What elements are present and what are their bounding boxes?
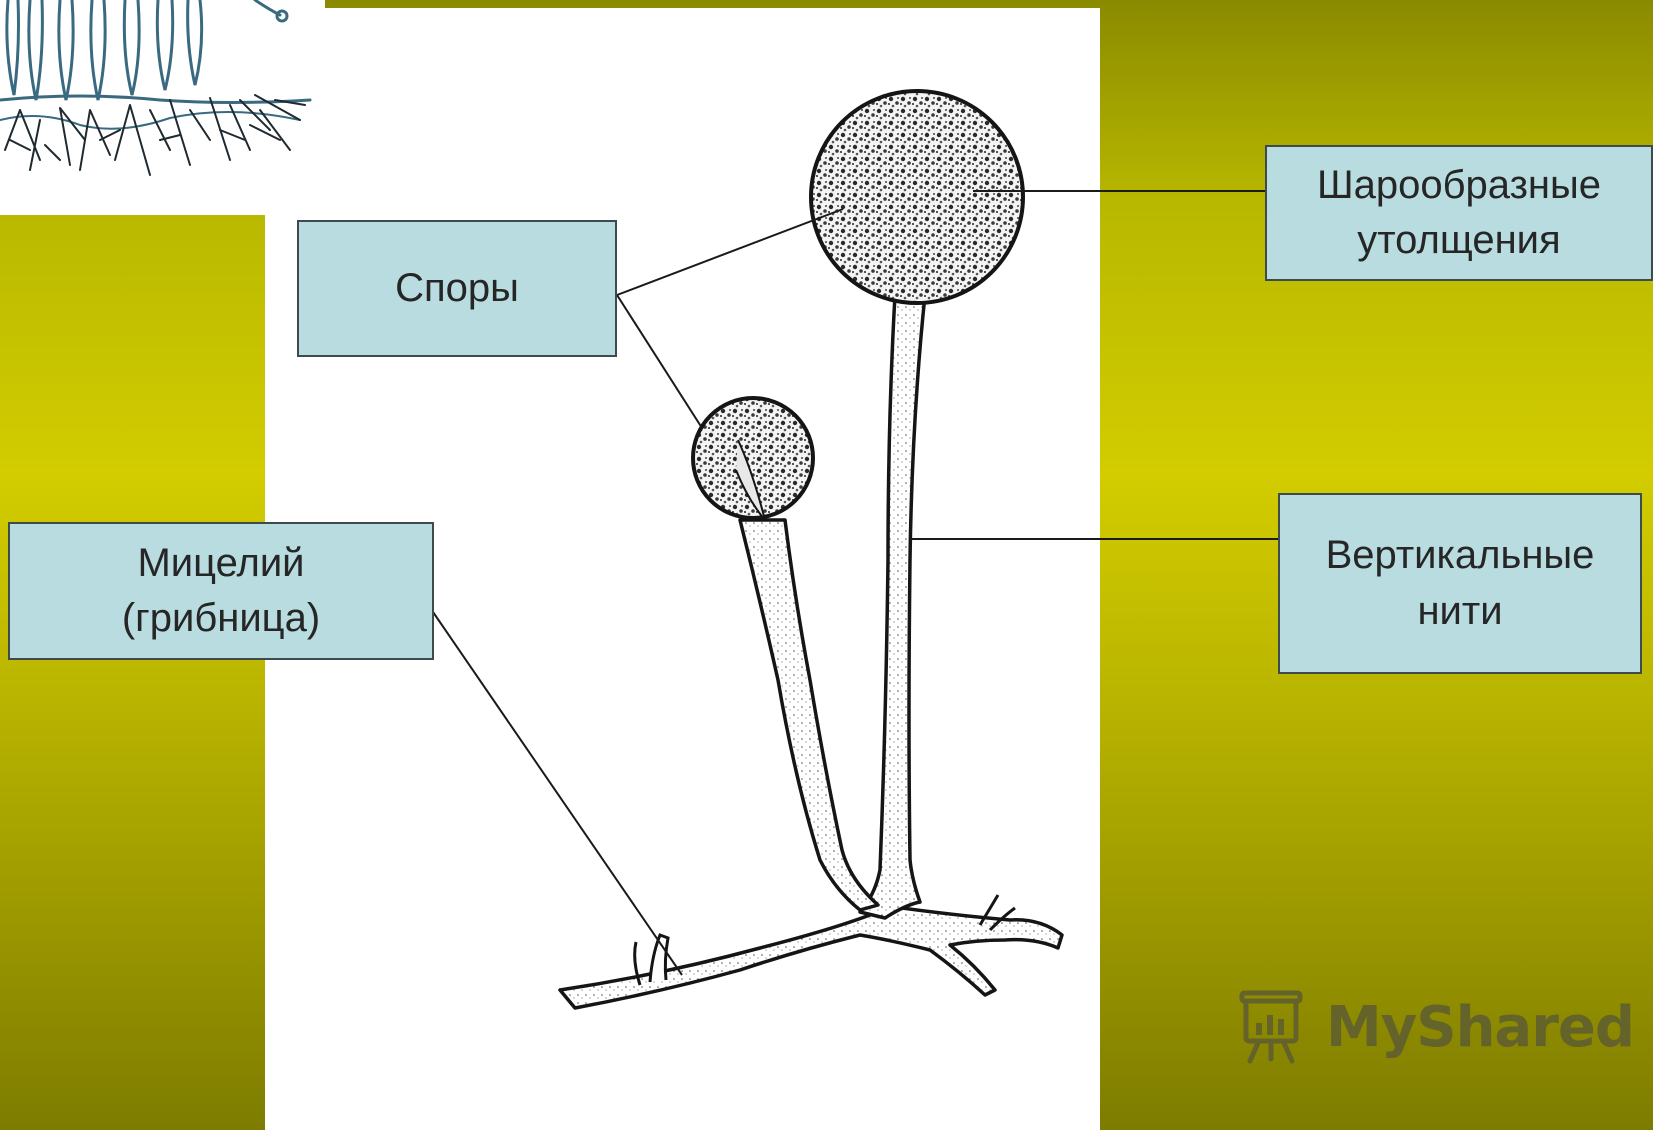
label-spherical-text: Шарообразные утолщения xyxy=(1317,158,1601,268)
spores-leader-line-large xyxy=(617,209,843,295)
label-spherical-thickenings: Шарообразные утолщения xyxy=(1265,145,1653,281)
label-mycelium-text: Мицелий (грибница) xyxy=(122,536,320,646)
label-spores-text: Споры xyxy=(395,261,519,316)
presentation-board-icon xyxy=(1232,985,1312,1070)
mycelium-leader-line xyxy=(433,612,682,975)
spores-leader-line-small xyxy=(617,295,702,428)
label-vertical-text: Вертикальные нити xyxy=(1326,528,1595,638)
label-mycelium: Мицелий (грибница) xyxy=(8,522,434,660)
label-spores: Споры xyxy=(297,220,617,357)
small-sporangiophore xyxy=(693,398,878,910)
mycelium-hypha xyxy=(560,895,1062,1008)
watermark-text: MyShared xyxy=(1326,995,1634,1060)
myshared-watermark: MyShared xyxy=(1232,985,1634,1070)
tall-sporangiophore xyxy=(811,91,1023,918)
label-vertical-threads: Вертикальные нити xyxy=(1278,493,1642,674)
